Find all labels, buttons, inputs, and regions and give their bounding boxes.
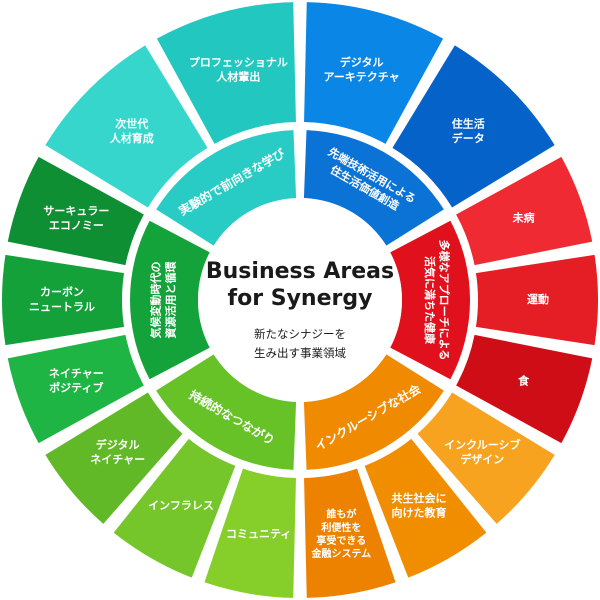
segment-inclusive-1	[364, 438, 487, 578]
segment-health-1	[475, 254, 598, 346]
group-band-future-tech	[303, 130, 444, 246]
segment-label-learning-0: 次世代人材育成	[110, 116, 154, 145]
center-subtitle-line: 生み出す事業領域	[254, 346, 346, 360]
segment-label-future-tech-1: 住生活データ	[452, 116, 485, 145]
segment-health-0	[456, 156, 593, 266]
segment-label-climate-1: カーボンニュートラル	[29, 285, 95, 314]
center-subtitle-line: 新たなシナジーを	[254, 327, 346, 341]
center-title-line: Business Areas	[205, 259, 395, 284]
segment-health-2	[456, 334, 593, 444]
segment-label-inclusive-2: 誰もが利便性を享受できる金融システム	[310, 508, 371, 561]
segment-learning-1	[156, 2, 296, 144]
center-title-line: for Synergy	[227, 286, 373, 311]
group-label-climate: 気候変動時代の資源活用と循環	[149, 261, 178, 339]
segment-inclusive-2	[304, 468, 396, 598]
segment-label-inclusive-0: インクルーシブデザイン	[444, 438, 520, 467]
segment-climate-2	[7, 156, 144, 266]
segment-climate-1	[1, 254, 125, 346]
inner-ring	[130, 130, 470, 470]
segment-label-connection-1: インフラレス	[148, 499, 214, 512]
segment-label-climate-2: サーキュラーエコノミー	[43, 204, 109, 232]
segment-label-connection-2: デジタルネイチャー	[90, 438, 145, 467]
group-band-climate	[130, 220, 210, 380]
segment-label-health-0: 未病	[512, 211, 535, 225]
group-band-connection	[156, 354, 297, 470]
segment-learning-0	[45, 45, 208, 208]
center-title: Business Areas for Synergy	[180, 258, 420, 312]
group-band-inclusive	[303, 354, 444, 470]
segment-connection-0	[204, 468, 296, 598]
segment-label-future-tech-0: デジタルアーキテクチャ	[323, 55, 399, 84]
segment-label-health-1: 運動	[527, 292, 549, 306]
group-band-health	[390, 220, 470, 380]
segment-future-tech-1	[392, 45, 555, 208]
center-subtitle: 新たなシナジーを 生み出す事業領域	[200, 325, 400, 363]
segment-inclusive-0	[417, 392, 555, 524]
segment-label-learning-1: プロフェッショナル人材輩出	[189, 55, 288, 84]
segment-label-climate-0: ネイチャーポジティブ	[49, 367, 104, 395]
segment-future-tech-0	[304, 2, 444, 144]
segment-label-connection-0: コミュニティ	[226, 527, 291, 540]
segment-climate-0	[7, 334, 144, 444]
segment-label-health-2: 食	[518, 373, 530, 387]
group-label-health: 多様なアプローチによる活気に満ちた健康	[423, 240, 452, 361]
segment-connection-2	[45, 392, 183, 524]
segment-label-inclusive-1: 共生社会に向けた教育	[392, 491, 447, 520]
segment-connection-1	[113, 438, 236, 578]
center-circle	[198, 198, 402, 402]
group-band-learning	[156, 130, 297, 246]
